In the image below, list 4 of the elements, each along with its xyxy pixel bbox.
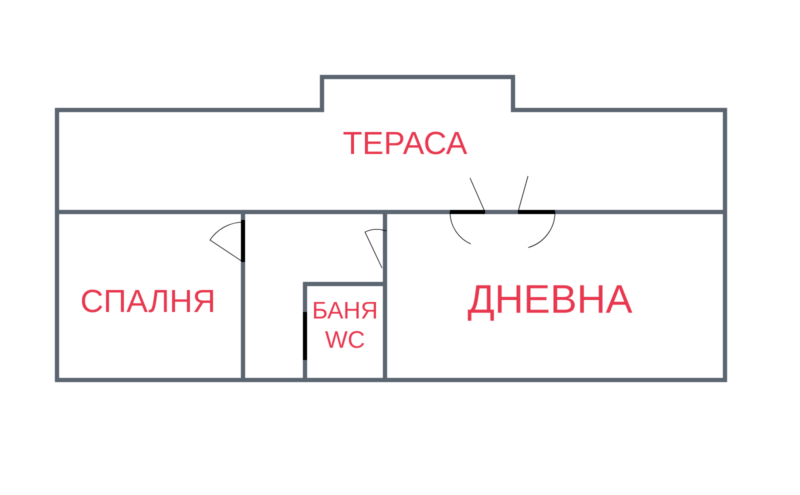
room-label: БАНЯ WC (314, 302, 376, 348)
room-label: ДНЕВНА (468, 285, 632, 321)
room-label: ТЕРАСА (343, 132, 468, 154)
room-label: СПАЛНЯ (82, 290, 214, 312)
